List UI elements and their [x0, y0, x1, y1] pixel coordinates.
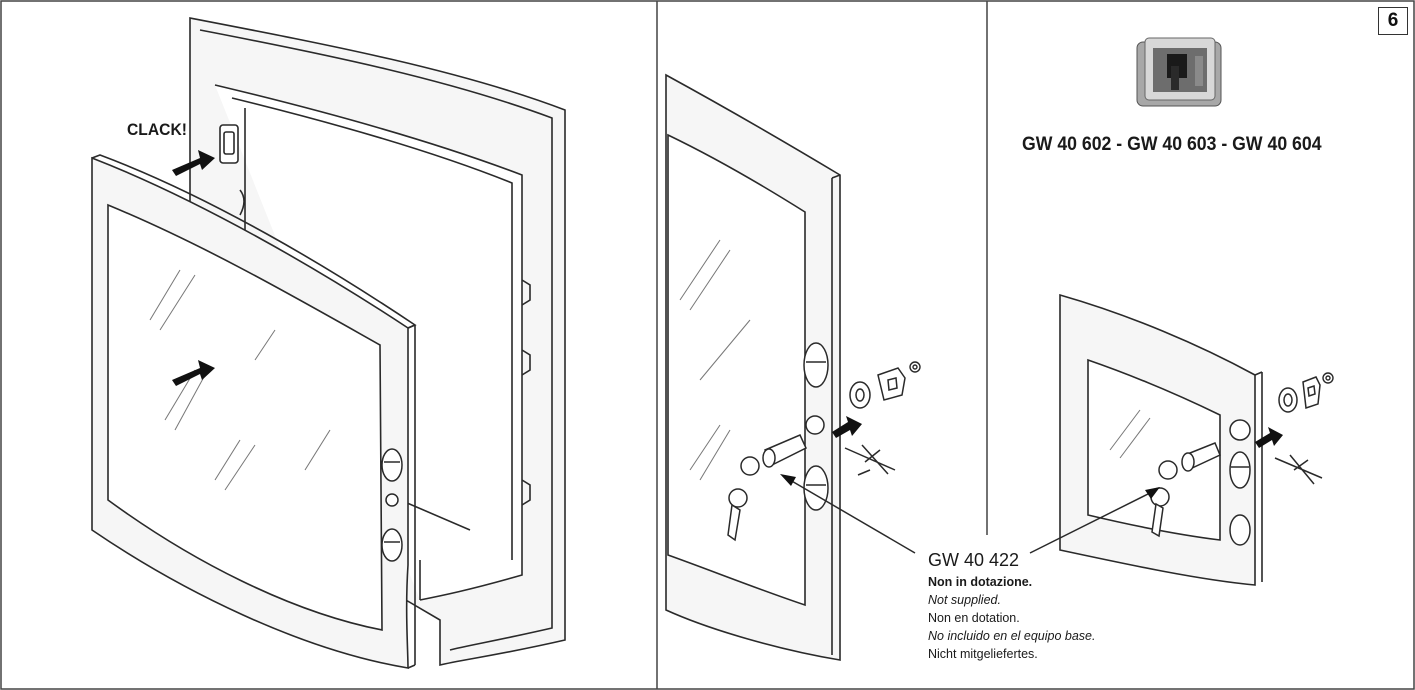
product-photo [1136, 37, 1222, 107]
accessory-code: GW 40 422 [928, 550, 1020, 570]
clack-label: CLACK! [127, 120, 187, 139]
callout-arrowhead-3 [1145, 487, 1160, 499]
panel2-door [665, 73, 841, 661]
callout-line-3 [1029, 492, 1151, 554]
callout-arrowhead-2 [780, 474, 796, 486]
lock-nut-3 [1322, 372, 1334, 384]
note-english: Not supplied. [928, 593, 1001, 607]
arrow-upper [172, 150, 215, 176]
lock-washer-3 [1278, 387, 1298, 413]
glass-reflections-1 [149, 269, 331, 491]
note-german: Nicht mitgeliefertes. [928, 647, 1038, 661]
note-italian: Non in dotazione. [928, 575, 1033, 589]
note-french: Non en dotation. [928, 611, 1020, 625]
panel3-knobs [1229, 419, 1251, 546]
door-knobs [381, 448, 403, 562]
screwdriver-crossed-2 [844, 444, 896, 476]
panel3-box [1059, 293, 1263, 586]
model-codes-label: GW 40 602 - GW 40 603 - GW 40 604 [1022, 134, 1322, 155]
lock-cam-3 [1302, 376, 1321, 410]
lock-cam-2 [877, 367, 906, 401]
callout-arrow-2 [789, 479, 916, 554]
arrow-panel3 [1255, 427, 1283, 448]
note-spanish: No incluido en el equipo base. [928, 629, 1096, 643]
lock-washer-2 [849, 381, 871, 409]
lock-cylinder-2 [762, 434, 807, 468]
screwdriver-crossed-3 [1274, 454, 1323, 485]
arrow-lower [172, 360, 215, 386]
lock-cylinder-3 [1181, 442, 1221, 472]
lock-nut-2 [909, 361, 921, 373]
glass-reflections-3 [1109, 409, 1151, 459]
keys-2 [727, 456, 760, 542]
glass-reflections-2 [679, 239, 751, 481]
panel2-knobs [803, 342, 829, 511]
arrow-panel2 [832, 416, 862, 438]
page-number-box: 6 [1378, 7, 1408, 35]
